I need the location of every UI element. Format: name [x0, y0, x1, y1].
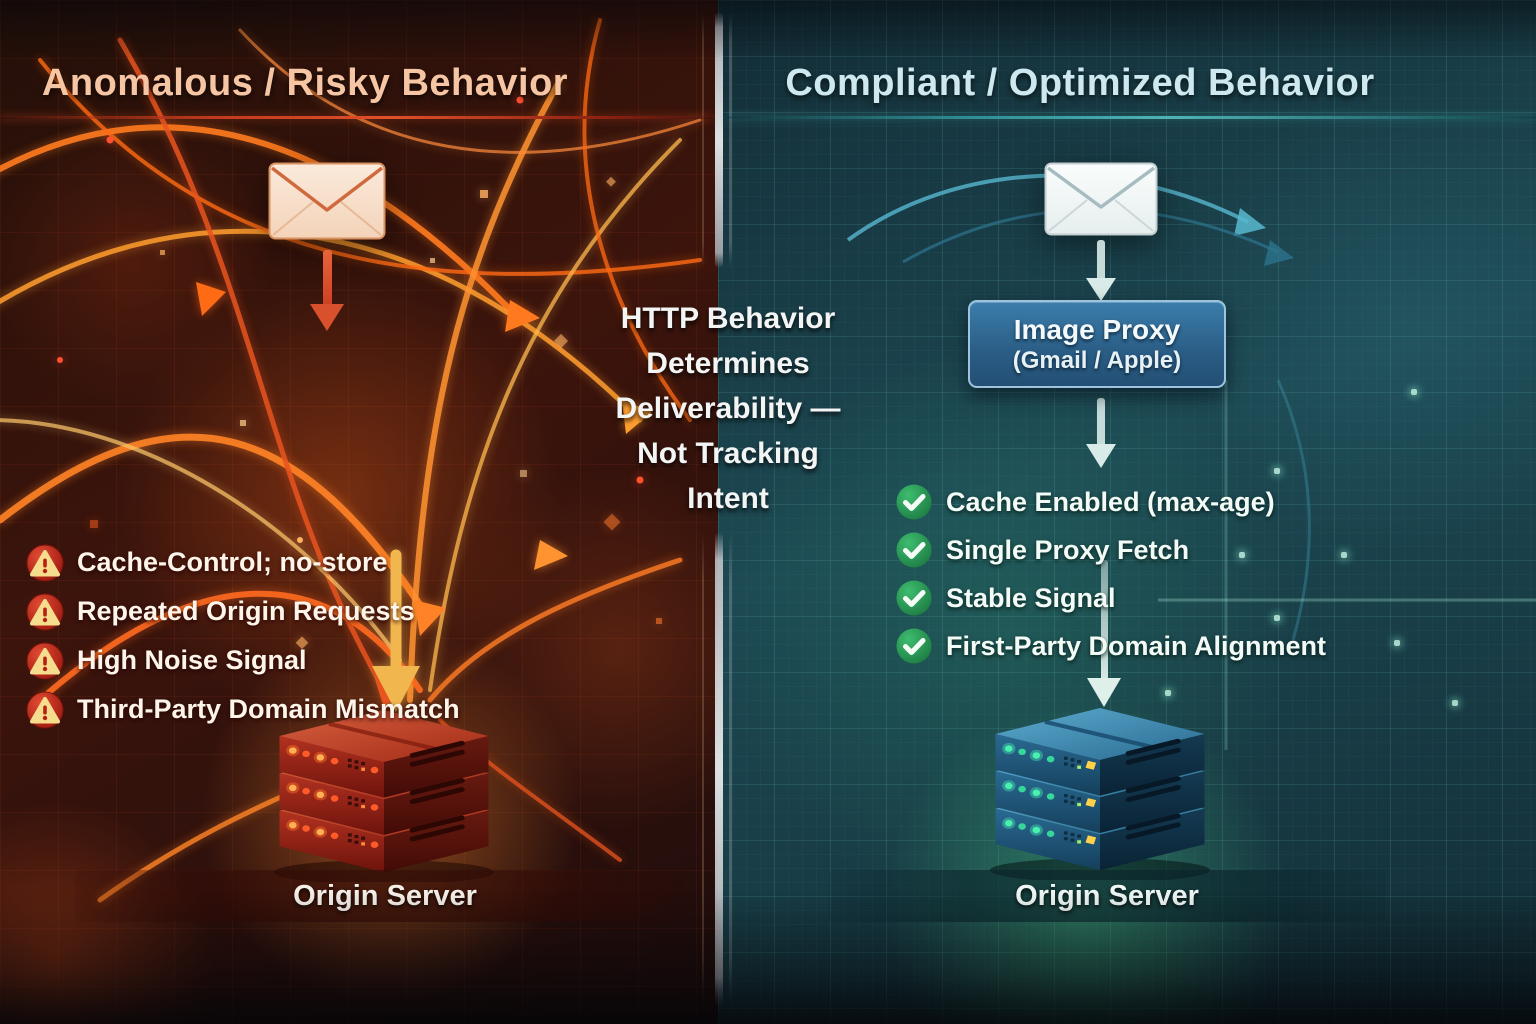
center-message-line: Determines	[646, 347, 810, 380]
origin-server-label-band: Origin Server	[828, 870, 1386, 922]
warning-label: Repeated Origin Requests	[77, 596, 415, 626]
check-label: Cache Enabled (max-age)	[946, 486, 1275, 517]
center-divider-line	[729, 532, 732, 1006]
check-label: Single Proxy Fetch	[946, 534, 1190, 565]
warning-label: Cache-Control; no-store	[77, 547, 388, 577]
grid-node-dot	[1165, 690, 1171, 696]
check-list-item: First-Party Domain Alignment	[896, 622, 1326, 670]
warning-icon	[26, 544, 64, 581]
warning-icon	[26, 593, 64, 630]
warning-icon	[26, 642, 64, 679]
grid-node-dot	[1411, 389, 1417, 395]
image-proxy-box: Image Proxy (Gmail / Apple)	[968, 300, 1226, 388]
center-divider-bar	[715, 532, 723, 1006]
check-list-item: Stable Signal	[896, 574, 1326, 622]
check-label: Stable Signal	[946, 582, 1116, 613]
center-message-line: Deliverability —	[615, 392, 841, 425]
center-message-line: Not Tracking	[637, 437, 819, 470]
center-message: HTTP Behavior Determines Deliverability …	[592, 296, 864, 521]
grid-node-dot	[1341, 552, 1347, 558]
center-message-line: Intent	[687, 482, 769, 515]
risky-title-underline	[0, 116, 712, 119]
check-list-item: Single Proxy Fetch	[896, 526, 1326, 574]
grid-node-dot	[1274, 468, 1280, 474]
compliant-title-underline	[726, 116, 1536, 119]
center-divider-bar	[715, 12, 723, 268]
check-icon	[896, 628, 932, 664]
center-divider-line	[729, 12, 732, 268]
center-message-line: HTTP Behavior	[620, 302, 836, 335]
center-divider-line	[702, 12, 704, 268]
grid-node-dot	[1452, 700, 1458, 706]
email-envelope-icon	[268, 162, 386, 240]
warning-list-item: High Noise Signal	[26, 636, 460, 685]
check-icon	[896, 484, 932, 520]
proxy-box-title: Image Proxy	[1013, 313, 1181, 345]
check-icon	[896, 532, 932, 568]
compliant-panel-title: Compliant / Optimized Behavior	[785, 62, 1375, 104]
server-label: Origin Server	[1015, 879, 1199, 912]
compliance-checklist: Cache Enabled (max-age) Single Proxy Fet…	[896, 478, 1326, 670]
check-icon	[896, 580, 932, 616]
warning-list-item: Repeated Origin Requests	[26, 587, 460, 636]
check-list-item: Cache Enabled (max-age)	[896, 478, 1326, 526]
email-envelope-icon	[1044, 162, 1158, 236]
warning-list-item: Cache-Control; no-store	[26, 538, 460, 587]
origin-server-red	[273, 710, 495, 882]
check-label: First-Party Domain Alignment	[946, 630, 1327, 661]
warning-label: Third-Party Domain Mismatch	[77, 694, 460, 724]
warning-list-item: Third-Party Domain Mismatch	[26, 685, 460, 734]
grid-node-dot	[1394, 640, 1400, 646]
risk-warning-list: Cache-Control; no-store Repeated Origin …	[26, 538, 460, 734]
proxy-box-subtitle: (Gmail / Apple)	[1012, 346, 1182, 374]
warning-icon	[26, 691, 64, 728]
warning-label: High Noise Signal	[77, 645, 307, 675]
origin-server-label-band: Origin Server	[75, 870, 695, 922]
server-label: Origin Server	[293, 879, 477, 912]
origin-server-blue	[989, 708, 1211, 880]
risky-panel-title: Anomalous / Risky Behavior	[41, 62, 569, 104]
center-divider-line	[702, 532, 704, 1006]
